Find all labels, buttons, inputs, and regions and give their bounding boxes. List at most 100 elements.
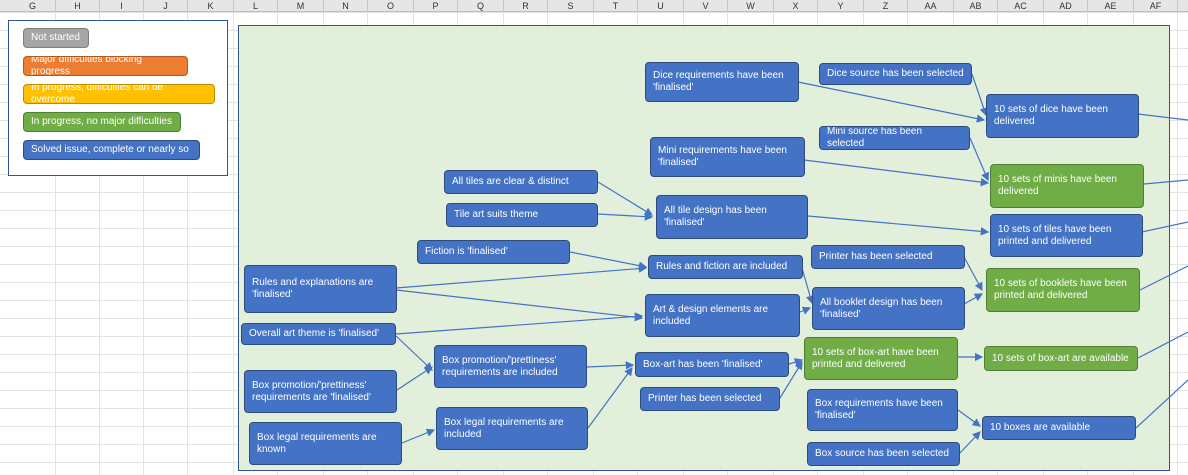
column-header-aa[interactable]: AA	[908, 0, 954, 12]
node-box-promo-included[interactable]: Box promotion/'prettiness' requirements …	[434, 345, 587, 388]
node-label: Fiction is 'finalised'	[425, 246, 508, 257]
legend-in-progress-difficulties[interactable]: In progress, difficulties can be overcom…	[23, 84, 215, 104]
legend-major-difficulties[interactable]: Major difficulties blocking progress	[23, 56, 188, 76]
column-header-s[interactable]: S	[548, 0, 594, 12]
column-header-l[interactable]: L	[234, 0, 278, 12]
column-header-w[interactable]: W	[728, 0, 774, 12]
column-header-q[interactable]: Q	[458, 0, 504, 12]
node-dice-delivered[interactable]: 10 sets of dice have been delivered	[986, 94, 1139, 138]
node-box-legal-included[interactable]: Box legal requirements are included	[436, 407, 588, 450]
node-label: Art & design elements are included	[653, 303, 769, 327]
node-dice-source[interactable]: Dice source has been selected	[819, 63, 972, 85]
node-label: Rules and explanations are 'finalised'	[252, 277, 374, 300]
column-header-p[interactable]: P	[414, 0, 458, 12]
node-dice-requirements[interactable]: Dice requirements have been 'finalised'	[645, 62, 799, 102]
node-label: Mini source has been selected	[827, 126, 923, 149]
column-header-ac[interactable]: AC	[998, 0, 1044, 12]
grid-column-line	[187, 12, 188, 475]
node-box-legal-known[interactable]: Box legal requirements are known	[249, 422, 402, 465]
node-label: Box requirements have been 'finalised'	[815, 398, 943, 421]
node-art-theme[interactable]: Overall art theme is 'finalised'	[241, 323, 396, 345]
node-tiles-clear[interactable]: All tiles are clear & distinct	[444, 170, 598, 194]
column-header-j[interactable]: J	[144, 0, 188, 12]
node-label: All tile design has been 'finalised'	[664, 205, 767, 228]
legend-label: Not started	[31, 32, 80, 43]
node-label: Mini requirements have been 'finalised'	[658, 145, 787, 168]
node-label: Dice source has been selected	[827, 68, 964, 79]
node-boxes-available[interactable]: 10 boxes are available	[982, 416, 1136, 440]
grid-column-line	[143, 12, 144, 475]
node-art-design-elements[interactable]: Art & design elements are included	[645, 294, 800, 337]
column-header-ad[interactable]: AD	[1044, 0, 1088, 12]
node-box-requirements[interactable]: Box requirements have been 'finalised'	[807, 389, 958, 431]
grid-column-line	[233, 12, 234, 475]
node-printer-boxart[interactable]: Printer has been selected	[640, 387, 780, 411]
node-label: 10 sets of dice have been delivered	[994, 104, 1108, 127]
grid-column-line	[1177, 12, 1178, 475]
column-header-k[interactable]: K	[188, 0, 234, 12]
node-label: 10 sets of minis have been delivered	[998, 174, 1117, 197]
node-label: Overall art theme is 'finalised'	[249, 328, 379, 339]
grid-column-line	[55, 12, 56, 475]
column-header-ab[interactable]: AB	[954, 0, 998, 12]
column-header-v[interactable]: V	[684, 0, 728, 12]
node-box-art-delivered[interactable]: 10 sets of box-art have been printed and…	[804, 337, 958, 380]
node-box-promo-requirements[interactable]: Box promotion/'prettiness' requirements …	[244, 370, 397, 413]
column-header-ae[interactable]: AE	[1088, 0, 1134, 12]
node-tile-art[interactable]: Tile art suits theme	[446, 203, 598, 227]
node-label: 10 sets of box-art have been printed and…	[812, 346, 939, 370]
node-label: Box legal requirements are included	[444, 416, 564, 440]
column-header-r[interactable]: R	[504, 0, 548, 12]
column-header-n[interactable]: N	[324, 0, 368, 12]
column-header-h[interactable]: H	[56, 0, 100, 12]
node-mini-requirements[interactable]: Mini requirements have been 'finalised'	[650, 137, 805, 177]
node-label: All booklet design has been 'finalised'	[820, 296, 943, 320]
node-rules-explanations[interactable]: Rules and explanations are 'finalised'	[244, 265, 397, 313]
node-box-source[interactable]: Box source has been selected	[807, 442, 960, 466]
column-header-i[interactable]: I	[100, 0, 144, 12]
node-label: 10 boxes are available	[990, 422, 1091, 433]
node-label: 10 sets of booklets have been printed an…	[994, 278, 1127, 301]
node-label: Tile art suits theme	[454, 209, 539, 220]
node-label: 10 sets of tiles have been printed and d…	[998, 223, 1112, 247]
node-tiles-delivered[interactable]: 10 sets of tiles have been printed and d…	[990, 214, 1143, 257]
node-booklets-delivered[interactable]: 10 sets of booklets have been printed an…	[986, 268, 1140, 312]
status-legend[interactable]: Not started Major difficulties blocking …	[8, 20, 228, 176]
grid-column-line	[99, 12, 100, 475]
legend-in-progress-no-difficulties[interactable]: In progress, no major difficulties	[23, 112, 181, 132]
column-header-o[interactable]: O	[368, 0, 414, 12]
node-label: Box promotion/'prettiness' requirements …	[252, 379, 371, 403]
node-label: Box legal requirements are known	[257, 431, 377, 455]
node-booklet-design[interactable]: All booklet design has been 'finalised'	[812, 287, 965, 330]
node-label: Printer has been selected	[819, 251, 933, 262]
legend-solved[interactable]: Solved issue, complete or nearly so	[23, 140, 200, 160]
legend-label: In progress, no major difficulties	[31, 116, 172, 127]
node-fiction[interactable]: Fiction is 'finalised'	[417, 240, 570, 264]
column-header-g[interactable]: G	[10, 0, 56, 12]
node-rules-fiction[interactable]: Rules and fiction are included	[648, 255, 803, 279]
legend-not-started[interactable]: Not started	[23, 28, 89, 48]
column-header-af[interactable]: AF	[1134, 0, 1178, 12]
node-mini-source[interactable]: Mini source has been selected	[819, 126, 970, 150]
legend-label: In progress, difficulties can be overcom…	[31, 84, 164, 104]
column-header-m[interactable]: M	[278, 0, 324, 12]
node-label: All tiles are clear & distinct	[452, 176, 569, 187]
node-label: 10 sets of box-art are available	[992, 352, 1129, 364]
node-box-art-available[interactable]: 10 sets of box-art are available	[984, 346, 1138, 371]
node-label: Rules and fiction are included	[656, 261, 788, 272]
column-header-u[interactable]: U	[638, 0, 684, 12]
node-box-art-finalised[interactable]: Box-art has been 'finalised'	[635, 352, 789, 377]
node-printer-booklet[interactable]: Printer has been selected	[811, 245, 965, 269]
node-minis-delivered[interactable]: 10 sets of minis have been delivered	[990, 164, 1144, 208]
column-header-z[interactable]: Z	[864, 0, 908, 12]
node-label: Box promotion/'prettiness' requirements …	[442, 354, 558, 378]
legend-label: Major difficulties blocking progress	[31, 56, 142, 76]
node-label: Box source has been selected	[815, 448, 949, 459]
node-label: Dice requirements have been 'finalised'	[653, 70, 784, 93]
column-header-y[interactable]: Y	[818, 0, 864, 12]
column-header-t[interactable]: T	[594, 0, 638, 12]
node-tile-design[interactable]: All tile design has been 'finalised'	[656, 195, 808, 239]
column-header-x[interactable]: X	[774, 0, 818, 12]
node-label: Box-art has been 'finalised'	[643, 358, 763, 370]
